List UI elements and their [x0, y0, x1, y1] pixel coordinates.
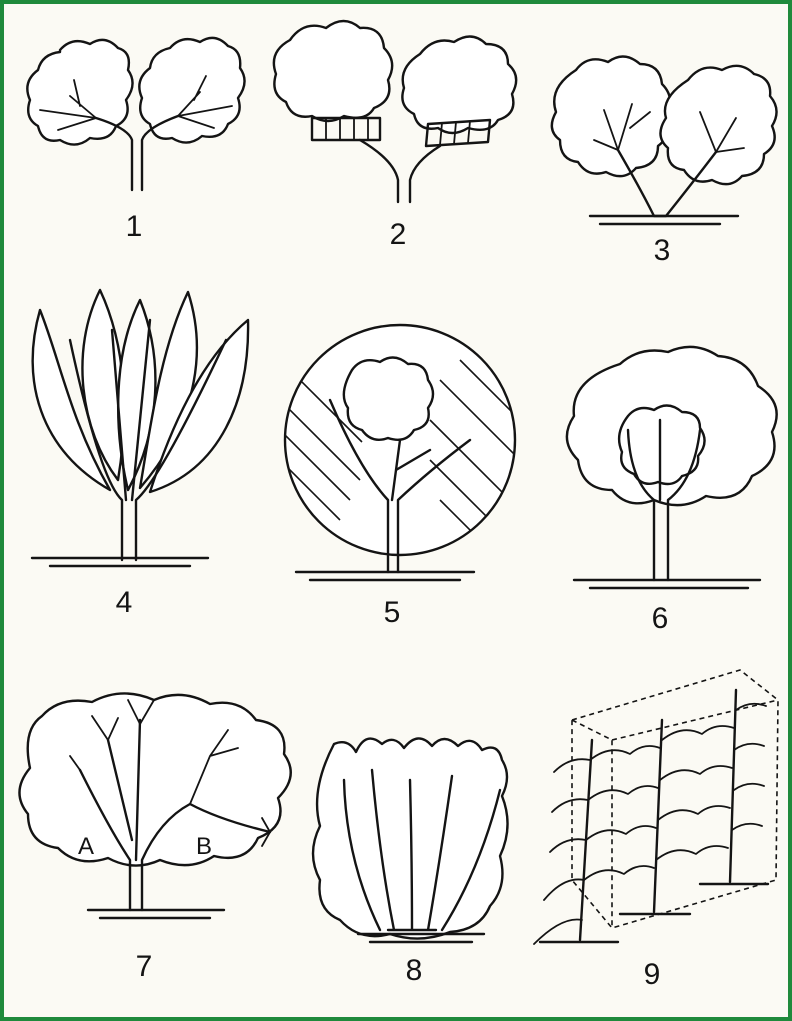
annotation-a: A [78, 833, 94, 860]
figure-label-7: 7 [136, 950, 153, 983]
tree-4-ground [32, 558, 208, 566]
figure-label-2: 2 [390, 218, 407, 251]
tree-7-crown [19, 693, 290, 865]
tree-2: 2 [274, 21, 516, 251]
tree-3-crown-right [660, 66, 776, 184]
tree-7: A B 7 [19, 693, 290, 983]
figure-label-6: 6 [652, 602, 669, 635]
tree-3: 3 [552, 56, 777, 267]
tree-6-inner-crown [619, 405, 704, 484]
figure-label-1: 1 [126, 210, 143, 243]
tree-6-ground [574, 580, 760, 588]
tree-9: 9 [534, 670, 778, 991]
tree-7-ground [88, 910, 224, 918]
tree-1: 1 [27, 38, 244, 243]
annotation-b: B [196, 833, 212, 860]
tree-6: 6 [567, 347, 777, 635]
figure-label-8: 8 [406, 954, 423, 987]
tree-1-crown-left [27, 40, 132, 145]
tree-2-scaffold [312, 118, 490, 146]
figure-label-3: 3 [654, 234, 671, 267]
figure-label-4: 4 [116, 586, 133, 619]
tree-4: 4 [32, 290, 248, 619]
tree-3-crown-left [552, 56, 670, 176]
figure-label-5: 5 [384, 596, 401, 629]
tree-5-ground [296, 572, 474, 580]
figure-label-9: 9 [644, 958, 661, 991]
tree-2-trunk [360, 140, 440, 202]
tree-5: 5 [280, 325, 520, 629]
tree-5-inner-crown [344, 357, 433, 439]
tree-9-trellis-box [572, 670, 778, 928]
tree-3-ground [590, 216, 738, 224]
tree-2-crown-right [402, 36, 516, 133]
tree-2-crown-left [274, 21, 392, 121]
tree-8: 8 [313, 738, 508, 987]
